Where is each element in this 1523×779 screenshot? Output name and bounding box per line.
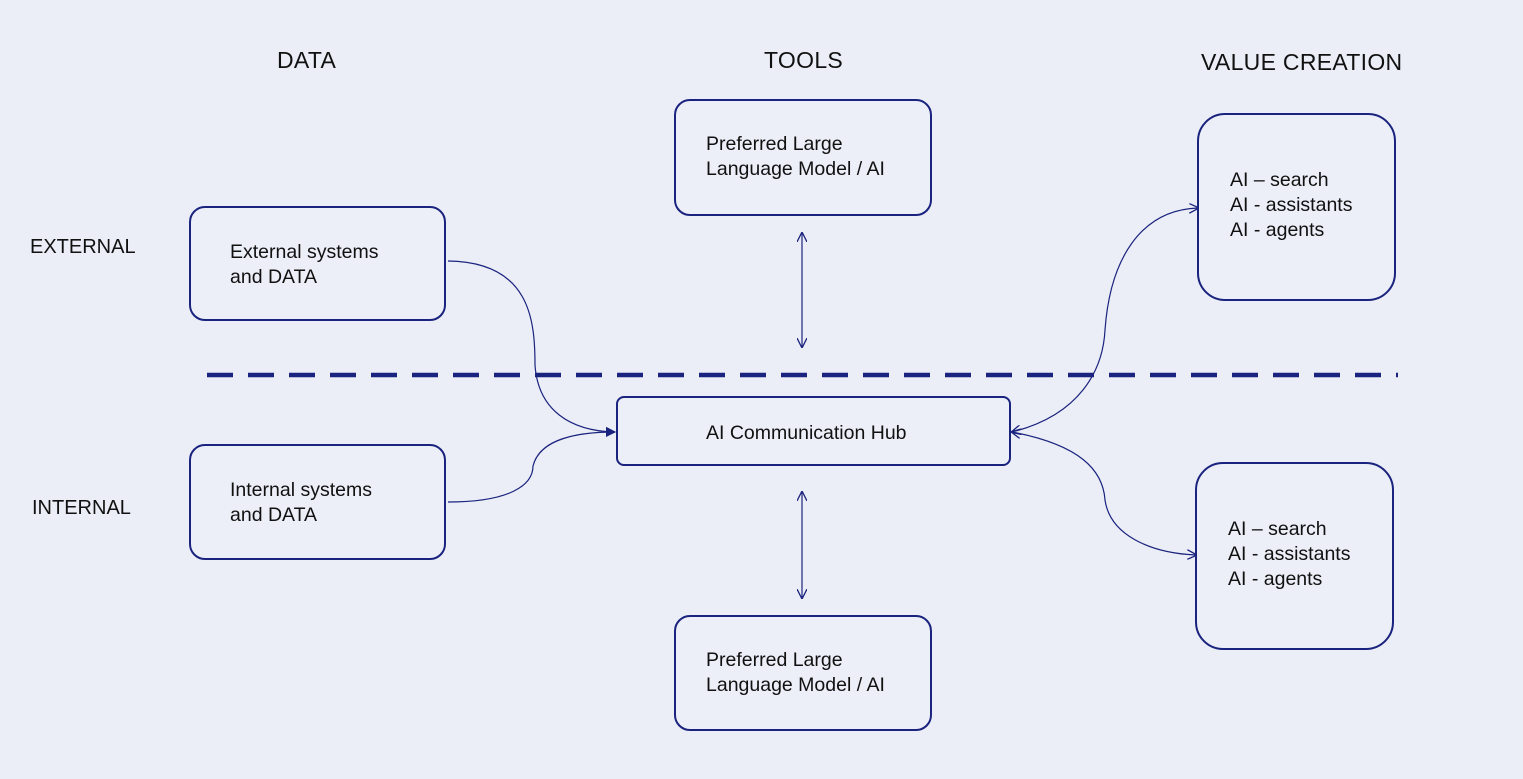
- column-title-tools: TOOLS: [764, 47, 844, 73]
- internal-data-box: Internal systems and DATA: [189, 444, 446, 560]
- box-line: AI – search: [1230, 169, 1329, 191]
- hub-label: AI Communication Hub: [706, 422, 907, 444]
- box-line: Language Model / AI: [706, 674, 885, 696]
- box-line: and DATA: [230, 266, 318, 288]
- llm-bottom-box: Preferred Large Language Model / AI: [674, 615, 932, 731]
- connector-hub-value-bottom: [1012, 432, 1196, 555]
- box-line: External systems: [230, 241, 379, 263]
- box-line: Internal systems: [230, 479, 372, 501]
- box-line: Preferred Large: [706, 649, 843, 671]
- row-label-internal: INTERNAL: [32, 497, 131, 519]
- row-label-external: EXTERNAL: [30, 236, 136, 258]
- llm-top-box: Preferred Large Language Model / AI: [674, 99, 932, 216]
- connector-external-to-hub: [447, 260, 616, 437]
- external-data-box: External systems and DATA: [189, 206, 446, 321]
- box-line: AI - agents: [1230, 219, 1325, 241]
- box-line: and DATA: [230, 504, 318, 526]
- value-creation-top-box: AI – search AI - assistants AI - agents: [1197, 113, 1396, 301]
- box-line: Preferred Large: [706, 133, 843, 155]
- column-title-data: DATA: [277, 47, 337, 73]
- box-line: AI – search: [1228, 518, 1327, 540]
- box-line: AI - agents: [1228, 568, 1323, 590]
- connector-hub-value-top: [1012, 208, 1198, 432]
- connector-internal-to-hub: [447, 427, 616, 503]
- box-line: AI - assistants: [1228, 543, 1351, 565]
- box-line: Language Model / AI: [706, 158, 885, 180]
- column-title-value-creation: VALUE CREATION: [1201, 49, 1403, 75]
- ai-communication-hub-box: AI Communication Hub: [616, 396, 1011, 466]
- box-line: AI - assistants: [1230, 194, 1353, 216]
- value-creation-bottom-box: AI – search AI - assistants AI - agents: [1195, 462, 1394, 650]
